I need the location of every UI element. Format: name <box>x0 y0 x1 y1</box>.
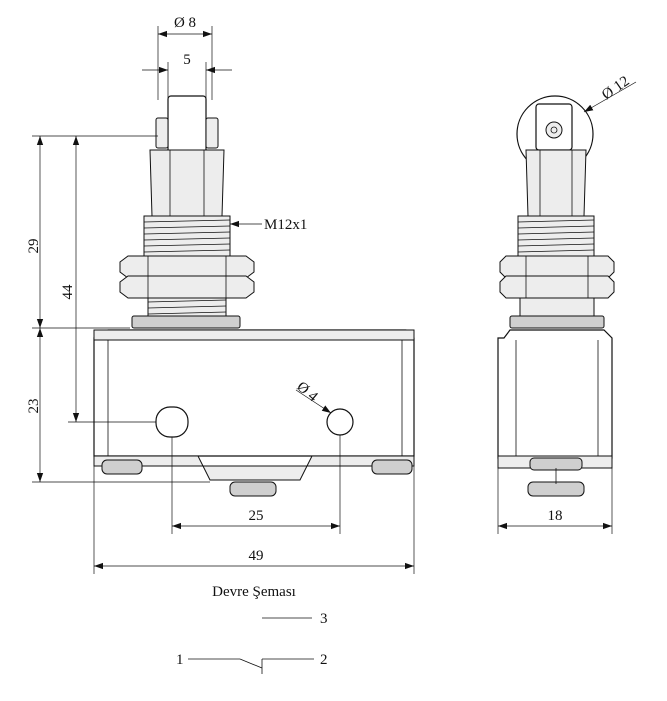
front-hex-nuts <box>119 255 255 299</box>
label-body-width: 18 <box>548 508 563 524</box>
terminal-bottom <box>229 481 277 497</box>
terminal-2-label: 2 <box>320 652 328 668</box>
front-view: Ø 8 5 M12x1 29 44 <box>26 15 415 574</box>
roller-pin <box>545 121 563 139</box>
terminal-1-label: 1 <box>176 652 184 668</box>
dim-roller-diameter: Ø 12 <box>583 73 637 113</box>
dim-height-23: 23 <box>26 328 44 482</box>
terminal-right <box>371 459 413 475</box>
dim-body-width: 18 <box>497 468 613 534</box>
dim-stem-width: 5 <box>142 52 232 100</box>
label-stem-width: 5 <box>183 52 191 68</box>
mount-hole-left <box>155 406 189 438</box>
circuit-diagram: Devre Şeması 3 1 2 <box>176 584 328 674</box>
front-collar <box>131 315 241 329</box>
dim-stem-diameter: Ø 8 <box>157 15 213 100</box>
label-thread: M12x1 <box>264 217 307 233</box>
dim-thread: M12x1 <box>230 217 307 233</box>
side-view: Ø 12 18 <box>497 73 637 534</box>
label-stem-diameter: Ø 8 <box>174 15 196 31</box>
contact-lever <box>239 658 263 669</box>
front-plunger <box>149 95 225 217</box>
label-roller-diameter: Ø 12 <box>599 73 632 103</box>
label-body-length: 49 <box>249 548 264 564</box>
label-height-23: 23 <box>26 399 42 414</box>
terminal-3-label: 3 <box>320 611 328 627</box>
terminal-left <box>101 459 143 475</box>
dim-body-length: 49 <box>93 466 415 574</box>
label-height-44: 44 <box>60 284 76 300</box>
dim-hole-spacing: 25 <box>171 435 341 534</box>
dim-height-44: 44 <box>60 136 80 422</box>
front-body <box>93 329 415 497</box>
circuit-title: Devre Şeması <box>212 584 296 600</box>
dim-height-29: 29 <box>26 136 44 328</box>
label-hole-spacing: 25 <box>249 508 264 524</box>
label-height-29: 29 <box>26 239 42 254</box>
